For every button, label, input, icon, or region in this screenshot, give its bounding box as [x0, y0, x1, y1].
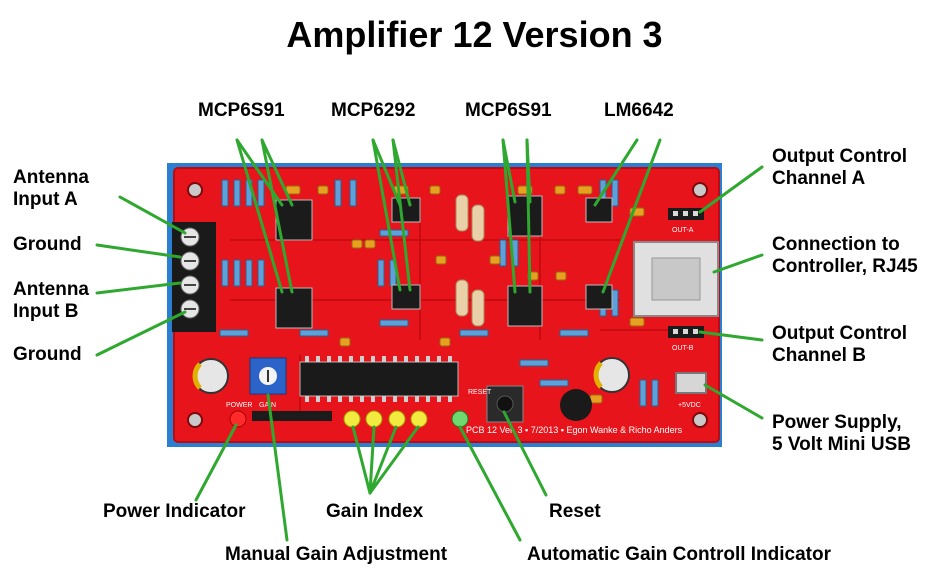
- label-reset: Reset: [549, 501, 601, 522]
- label-gain-index: Gain Index: [326, 501, 424, 522]
- silk-out-b: OUT-B: [672, 345, 694, 352]
- mounting-holes: [187, 182, 708, 428]
- rj45-jack: [633, 241, 719, 317]
- page-title: Amplifier 12 Version 3: [286, 14, 663, 55]
- leader-lines: [95, 138, 764, 542]
- gain-potentiometer: [249, 357, 287, 395]
- silk-pcb-text: PCB 12 Ver. 3 ▪ 7/2013 ▪ Egon Wanke & Ri…: [466, 425, 683, 435]
- label-lm6642: LM6642: [604, 100, 674, 121]
- label-power-indicator: Power Indicator: [103, 501, 246, 522]
- label-mcp6s91-right: MCP6S91: [465, 100, 552, 121]
- silk-reset: RESET: [468, 389, 492, 396]
- beige-resistors: [455, 194, 485, 327]
- label-manual-gain-adjustment: Manual Gain Adjustment: [225, 544, 448, 565]
- resistor-network: [252, 411, 332, 421]
- mini-usb: [675, 372, 707, 394]
- label-mcp6s91-left: MCP6S91: [198, 100, 285, 121]
- label-power-supply: Power Supply,5 Volt Mini USB: [772, 412, 911, 455]
- silk-out-a: OUT-A: [672, 227, 694, 234]
- label-ground-1: Ground: [13, 234, 82, 255]
- label-mcp6292: MCP6292: [331, 100, 416, 121]
- silk-usb: +5VDC: [678, 402, 701, 409]
- resistors: [219, 179, 659, 407]
- silk-power: POWER: [226, 402, 252, 409]
- label-ground-2: Ground: [13, 344, 82, 365]
- label-agc-indicator: Automatic Gain Controll Indicator: [527, 544, 832, 565]
- electrolytic-capacitors: [192, 357, 630, 394]
- buzzer: [560, 389, 592, 421]
- silk-gain: GAIN: [259, 402, 276, 409]
- leds: [229, 410, 469, 428]
